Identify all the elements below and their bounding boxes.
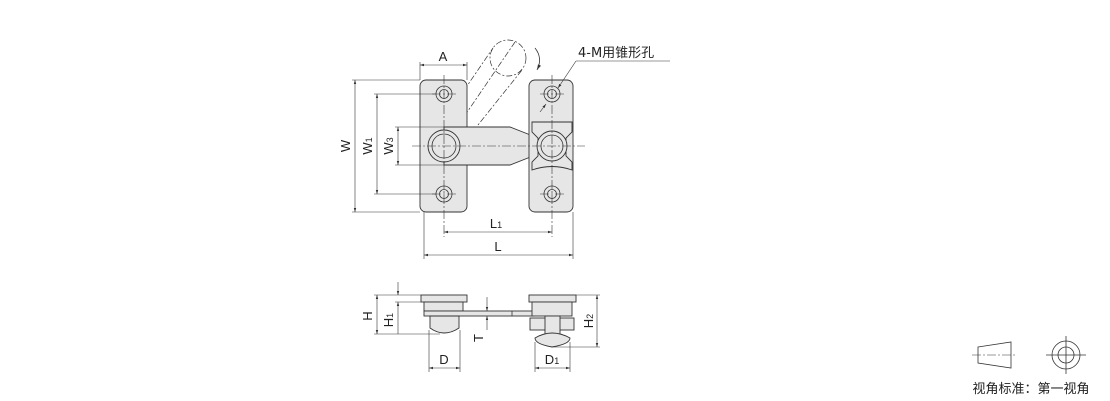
dim-d-label: D (439, 352, 448, 367)
dim-l-label: L (494, 239, 501, 254)
hole-note: 4-M用锥形孔 (578, 46, 654, 61)
dim-a-label: A (439, 49, 448, 64)
dim-h2-label: H2 (581, 314, 596, 328)
dim-d1-label: D1 (545, 352, 559, 367)
dim-h-label: H (360, 311, 375, 320)
top-view: A W W1 W3 L1 L 4-M用锥形孔 (338, 39, 670, 259)
first-angle-projection-symbol: 视角标准：第一视角 (972, 336, 1090, 397)
projection-caption: 视角标准：第一视角 (972, 382, 1089, 397)
dim-w3-label: W3 (381, 137, 396, 154)
dim-w-label: W (338, 139, 353, 152)
dim-l1-label: L1 (490, 216, 502, 231)
dim-h1-label: H1 (381, 313, 396, 327)
dim-t-label: T (471, 334, 486, 342)
side-view: H H1 T H2 D D1 (360, 282, 600, 372)
dim-w1-label: W1 (360, 137, 375, 154)
